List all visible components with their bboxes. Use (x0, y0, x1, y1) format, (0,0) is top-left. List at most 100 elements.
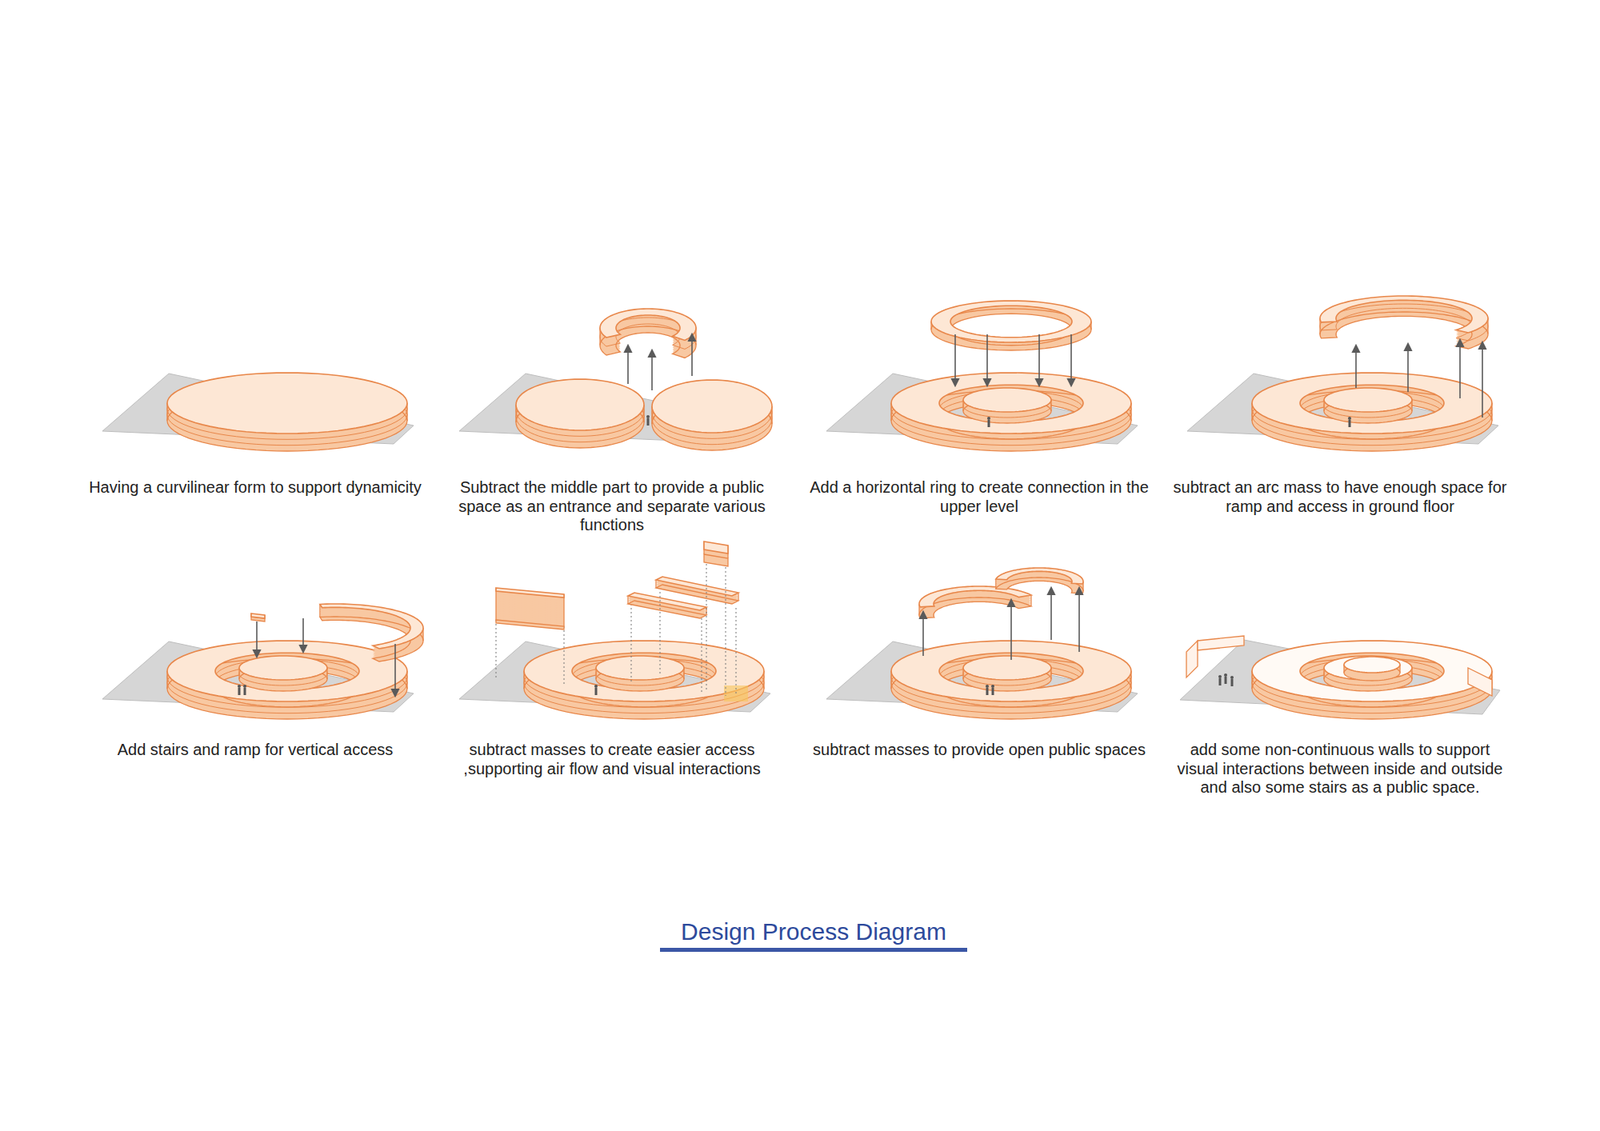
site-plate (826, 373, 1138, 444)
mass-bottom-edge (704, 554, 728, 567)
person-head (1230, 676, 1234, 680)
site-plate (102, 641, 414, 712)
mass-side (652, 380, 772, 434)
mass-top (1344, 656, 1400, 673)
mass-top (919, 586, 1032, 608)
person-head (1348, 416, 1352, 420)
mass-volume (656, 576, 739, 604)
process-step-illustration (102, 604, 424, 720)
site-plate (1180, 640, 1500, 715)
step-caption: add some non-continuous walls to support… (1168, 740, 1512, 798)
person-head (243, 684, 247, 688)
mass-volume (1252, 640, 1492, 720)
mass-side (167, 373, 408, 435)
projection-line (564, 626, 565, 684)
step-caption: subtract masses to create easier access … (440, 740, 784, 779)
mass-volume (891, 372, 1132, 452)
move-arrow (954, 334, 956, 386)
person-figure (1224, 673, 1228, 684)
process-step-illustration (102, 372, 414, 452)
mass-edge (1030, 595, 1032, 607)
person-body (244, 688, 247, 696)
mass-side (524, 641, 764, 703)
site-plate (459, 641, 771, 712)
mass-volume (1344, 656, 1400, 681)
mass-volume (652, 380, 772, 451)
mass-top (516, 379, 644, 431)
move-arrow (651, 350, 653, 391)
step-caption: Add stairs and ramp for vertical access (83, 740, 428, 760)
person-body (992, 688, 995, 696)
mass-top (963, 656, 1052, 680)
person-head (991, 684, 995, 688)
process-step-illustration (459, 308, 772, 451)
move-arrow (1481, 342, 1484, 418)
mass-top (963, 388, 1052, 412)
move-arrow (1010, 600, 1012, 660)
step-caption: Having a curvilinear form to support dyn… (83, 478, 428, 498)
projection-line (660, 592, 661, 676)
mass-side (167, 641, 408, 703)
person-figure (594, 684, 598, 696)
person-body (986, 688, 989, 696)
step-caption: Subtract the middle part to provide a pu… (440, 478, 784, 536)
mass-volume (1324, 656, 1412, 692)
projection-line (706, 564, 708, 692)
mass-top (596, 656, 684, 680)
thin-wall (1468, 668, 1492, 696)
mass-edge (495, 588, 496, 620)
person-body (1224, 676, 1228, 684)
person-head (646, 415, 650, 419)
mass-volume (963, 656, 1052, 692)
person-body (238, 688, 241, 696)
person-head (987, 416, 991, 420)
projection-line (631, 604, 632, 684)
mass-side (704, 542, 728, 555)
move-arrow (1355, 345, 1357, 388)
person-body (988, 420, 991, 428)
mass-bottom-edge (919, 597, 1032, 619)
move-arrow (627, 345, 629, 384)
person-figure (237, 684, 241, 696)
person-head (1224, 673, 1228, 677)
projection-line (701, 618, 703, 692)
mass-side (600, 309, 696, 341)
thin-wall (1186, 640, 1198, 678)
mass-top (600, 308, 696, 340)
mass-volume (239, 656, 328, 692)
move-arrow (1459, 340, 1461, 399)
site-plate (102, 373, 414, 444)
mass-volume (1252, 372, 1492, 452)
process-step-illustration (826, 300, 1138, 452)
process-step-illustration (826, 568, 1138, 720)
projection-line (736, 608, 737, 696)
mass-side (656, 577, 739, 597)
process-step-illustration (1180, 636, 1500, 720)
mass-top (1252, 640, 1492, 702)
move-arrow (394, 644, 396, 696)
mass-volume (600, 308, 696, 358)
process-step-illustration (1187, 296, 1499, 452)
person-figure (987, 416, 991, 428)
mass-volume (167, 372, 408, 452)
person-figure (243, 684, 247, 696)
mass-edge (737, 592, 739, 601)
move-arrow (1050, 588, 1052, 640)
mass-volume (919, 586, 1032, 619)
mass-top (1324, 656, 1412, 680)
mass-top (656, 576, 739, 596)
mass-volume (516, 379, 644, 448)
title-holder: Design Process Diagram (573, 918, 1054, 952)
mass-top (496, 588, 564, 598)
person-figure (985, 684, 989, 696)
mass-volume (524, 640, 764, 720)
mass-top (996, 568, 1084, 584)
mass-volume (963, 388, 1052, 424)
move-arrow (256, 621, 258, 657)
person-head (237, 684, 241, 688)
person-figure (646, 415, 650, 426)
mass-top (167, 372, 408, 434)
move-arrow (1407, 344, 1409, 392)
